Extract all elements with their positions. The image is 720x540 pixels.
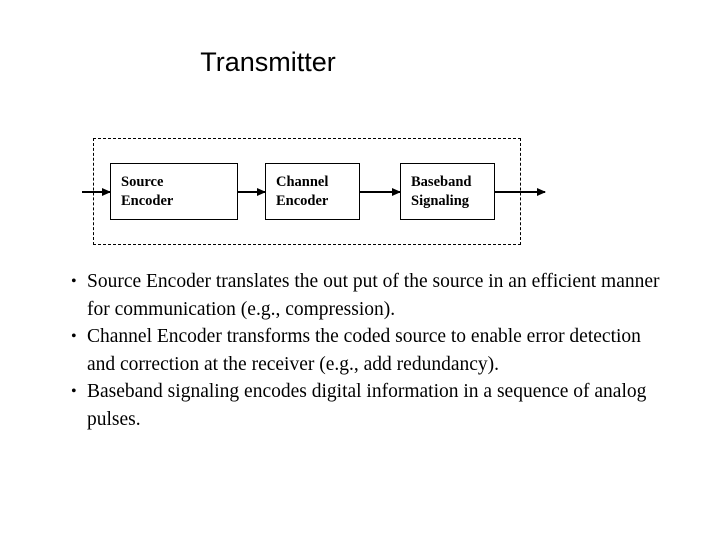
block-baseband-signaling-line1: Baseband [411, 173, 472, 190]
block-channel-encoder-line2: Encoder [276, 192, 329, 209]
block-source-encoder-line2: Encoder [121, 192, 174, 209]
bullet-baseband-text: Baseband signaling encodes digital infor… [87, 381, 647, 430]
list-item: • Baseband signaling encodes digital inf… [70, 378, 670, 433]
block-baseband-signaling-line2: Signaling [411, 192, 470, 209]
page-title: Transmitter [200, 47, 336, 77]
bullet-list: • Source Encoder translates the out put … [70, 268, 670, 433]
block-source-encoder-line1: Source [121, 173, 164, 190]
bullet-channel-encoder-text: Channel Encoder transforms the coded sou… [87, 326, 641, 375]
block-source-encoder[interactable]: Source Encoder [110, 163, 238, 220]
bullet-marker-icon: • [71, 328, 77, 345]
output-arrow [495, 187, 546, 196]
input-arrow [82, 187, 111, 196]
bullet-marker-icon: • [71, 273, 77, 290]
transmitter-block-diagram: Source Encoder Channel Encoder Baseband … [82, 138, 546, 245]
block-channel-encoder-line1: Channel [276, 173, 329, 190]
list-item: • Source Encoder translates the out put … [70, 268, 670, 323]
arrow-source-to-channel [238, 187, 266, 196]
bullet-source-encoder-text: Source Encoder translates the out put of… [87, 271, 660, 320]
block-baseband-signaling[interactable]: Baseband Signaling [400, 163, 495, 220]
bullet-marker-icon: • [71, 383, 77, 400]
block-channel-encoder[interactable]: Channel Encoder [265, 163, 360, 220]
list-item: • Channel Encoder transforms the coded s… [70, 323, 670, 378]
arrow-channel-to-baseband [360, 187, 401, 196]
